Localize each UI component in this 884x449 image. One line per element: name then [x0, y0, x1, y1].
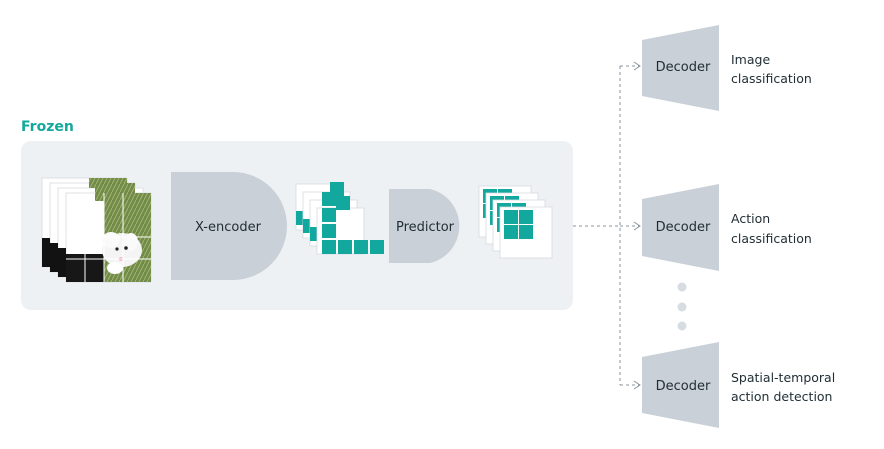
x-encoder-label: X-encoder	[195, 220, 262, 235]
task-label-action-classification-line2: classification	[731, 231, 812, 246]
frame-dark-edge	[42, 238, 50, 267]
input-frame-stack	[41, 177, 152, 283]
decoder-shape-spatial-temporal-action-detection	[642, 342, 719, 428]
decoder-label-spatial-temporal-action-detection: Decoder	[656, 379, 711, 394]
task-label-spatial-temporal-action-detection-line1: Spatial-temporal	[731, 370, 835, 385]
decoder-shape-image-classification	[642, 25, 719, 111]
encoded-token	[322, 224, 336, 238]
encoded-token	[354, 240, 368, 254]
predicted-token	[504, 225, 518, 239]
decoder-label-image-classification: Decoder	[656, 60, 711, 75]
encoded-token	[370, 240, 384, 254]
encoded-token	[338, 240, 352, 254]
ellipsis-dot	[677, 282, 687, 292]
frozen-title: Frozen	[21, 119, 74, 135]
arrow-right-icon	[633, 380, 641, 390]
frame-grass-area	[89, 178, 127, 188]
encoded-token	[336, 196, 350, 210]
encoded-token	[330, 182, 344, 196]
decoder-label-action-classification: Decoder	[656, 220, 711, 235]
task-label-action-classification-line1: Action	[731, 211, 770, 226]
predicted-token-frames	[478, 185, 553, 259]
x-encoder-shape	[171, 172, 287, 280]
task-label-spatial-temporal-action-detection-line2: action detection	[731, 389, 832, 404]
ellipsis-dot	[677, 321, 687, 331]
encoded-token	[322, 240, 336, 254]
predictor-shape	[389, 189, 460, 263]
frame-patch-grid	[66, 193, 151, 282]
task-label-image-classification-line1: Image	[731, 52, 770, 67]
predicted-token	[504, 210, 518, 224]
frame-dark-edge	[50, 243, 58, 272]
encoded-frame	[316, 192, 384, 255]
ellipsis-dot	[677, 302, 687, 312]
encoded-token-frames	[295, 182, 384, 255]
predictor-label: Predictor	[396, 220, 455, 235]
predicted-token	[519, 210, 533, 224]
predicted-frame	[499, 206, 553, 259]
frame-dark-edge	[58, 248, 66, 277]
encoded-token	[322, 208, 336, 222]
decoder-shape-action-classification	[642, 184, 719, 271]
arrow-right-icon	[633, 221, 641, 231]
task-label-image-classification-line2: classification	[731, 71, 812, 86]
arrow-right-icon	[633, 61, 641, 71]
predicted-token	[519, 225, 533, 239]
